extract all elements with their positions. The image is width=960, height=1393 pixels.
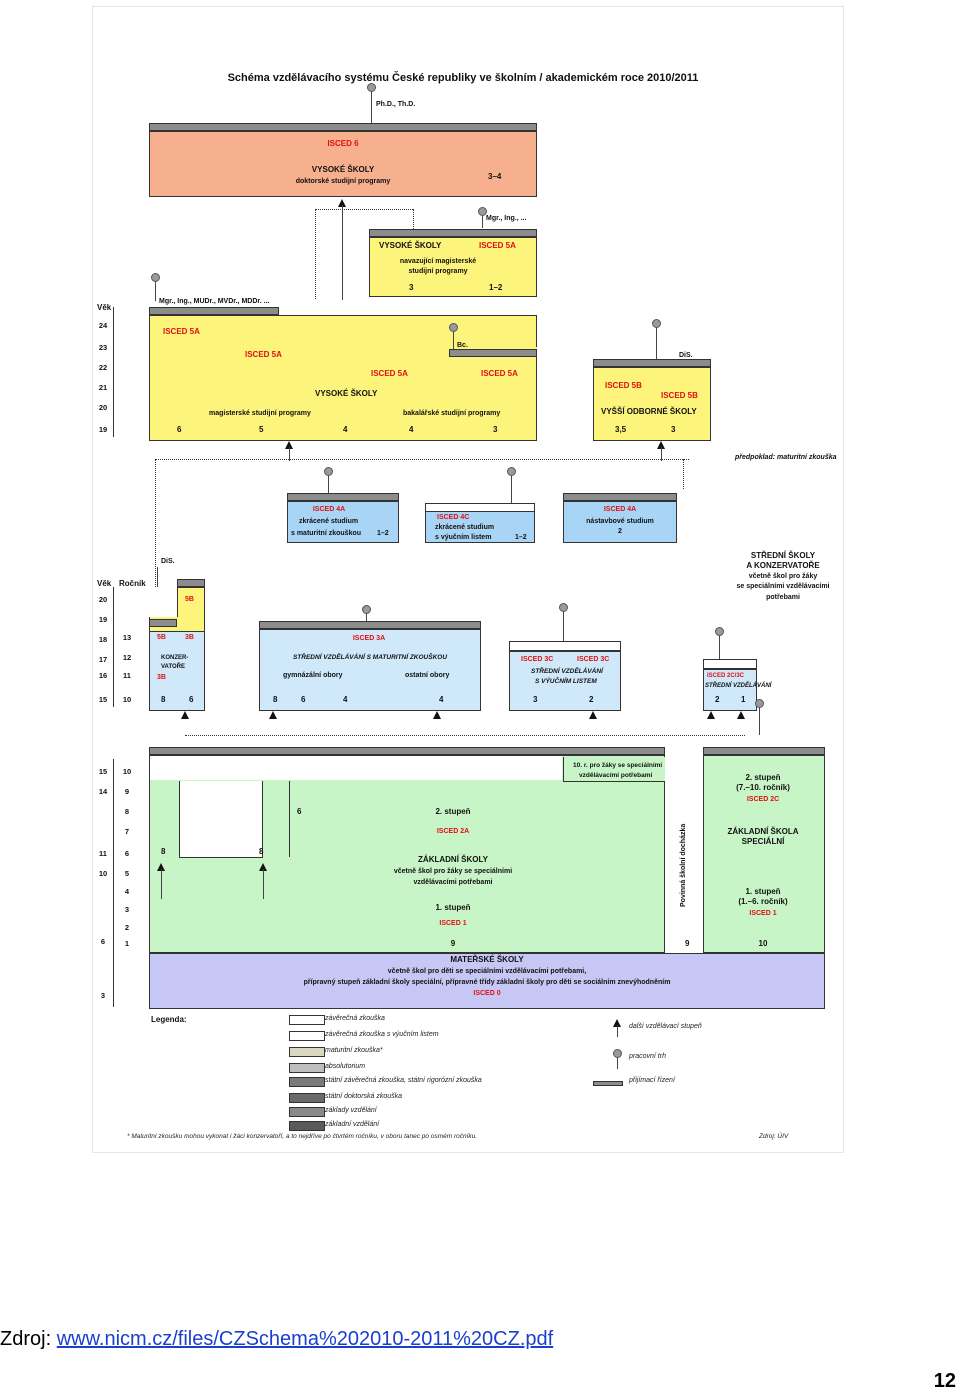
vos-isced2: ISCED 5B <box>661 391 698 400</box>
university-isced-a: ISCED 5A <box>163 327 200 336</box>
navazujici-sub1: navazující magisterské <box>399 258 477 265</box>
schema-figure: Schéma vzdělávacího systému České republ… <box>92 6 844 1153</box>
navazujici-exam-bar <box>369 229 537 237</box>
nastavbove-block <box>563 501 677 543</box>
vos-exam-bar <box>593 359 711 367</box>
doctoral-isced: ISCED 6 <box>327 139 359 148</box>
zkracene-maturita-block <box>287 501 399 543</box>
ss-special-block <box>703 669 757 711</box>
doctoral-exam-bar <box>149 123 537 131</box>
phd-label: Ph.D., Th.D. <box>376 101 416 108</box>
legend-arrow-icon <box>613 1019 621 1027</box>
doctoral-years: 3–4 <box>488 172 502 181</box>
vos-dis: DiS. <box>679 352 693 359</box>
navazujici-y1: 3 <box>409 283 414 292</box>
page-number: 12 <box>933 1370 956 1392</box>
ms-block <box>149 953 825 1009</box>
university-exam-bar <box>149 307 279 315</box>
university-isced-c: ISCED 5A <box>371 369 408 378</box>
university-degree: Mgr., Ing., MUDr., MVDr., MDDr. ... <box>159 298 270 305</box>
bachelor-exam-bar <box>449 349 537 357</box>
university-bak: bakalářské studijní programy <box>403 410 501 417</box>
legend-source: Zdroj: ÚIV <box>759 1133 789 1140</box>
labor-market-pin <box>367 83 376 92</box>
doctoral-sub: doktorské studijní programy <box>295 178 391 185</box>
ss-maturita-block <box>259 629 481 711</box>
vos-block <box>593 367 711 441</box>
zkracene-vyucni-block <box>425 511 535 543</box>
university-name: VYSOKÉ ŠKOLY <box>315 389 378 398</box>
legend-title: Legenda: <box>151 1015 187 1024</box>
university-isced-b: ISCED 5A <box>245 350 282 359</box>
navazujici-degree: Mgr., Ing., ... <box>486 215 527 222</box>
vek-label-upper: Věk <box>97 303 112 312</box>
zs-special-block <box>703 755 825 953</box>
predpoklad: předpoklad: maturitní zkouška <box>735 454 837 461</box>
doctoral-name: VYSOKÉ ŠKOLY <box>311 165 375 174</box>
university-isced-d: ISCED 5A <box>481 369 518 378</box>
bc-label: Bc. <box>457 342 468 349</box>
navazujici-isced: ISCED 5A <box>479 241 516 250</box>
legend-note: * Maturitní zkoušku mohou vykonat i žáci… <box>127 1133 478 1140</box>
source-line: Zdroj: www.nicm.cz/files/CZSchema%202010… <box>0 1328 553 1351</box>
navazujici-sub2: studijní programy <box>408 268 468 275</box>
povinna-label: Povinná školní docházka <box>680 823 687 907</box>
university-block <box>149 315 537 441</box>
ss-vyucni-block <box>509 651 621 711</box>
navazujici-block <box>369 237 537 297</box>
legend-bar-icon <box>593 1081 623 1086</box>
source-prefix: Zdroj: <box>0 1328 57 1350</box>
doctoral-block <box>149 131 537 197</box>
navazujici-name: VYSOKÉ ŠKOLY <box>379 241 442 250</box>
vos-name: VYŠŠÍ ODBORNÉ ŠKOLY <box>601 407 697 416</box>
up-arrow <box>338 199 346 207</box>
diagram-title: Schéma vzdělávacího systému České republ… <box>227 72 699 84</box>
vos-isced1: ISCED 5B <box>605 381 642 390</box>
university-mag: magisterské studijní programy <box>209 410 311 417</box>
source-link[interactable]: www.nicm.cz/files/CZSchema%202010-2011%2… <box>56 1328 554 1350</box>
navazujici-y2: 1–2 <box>489 283 503 292</box>
